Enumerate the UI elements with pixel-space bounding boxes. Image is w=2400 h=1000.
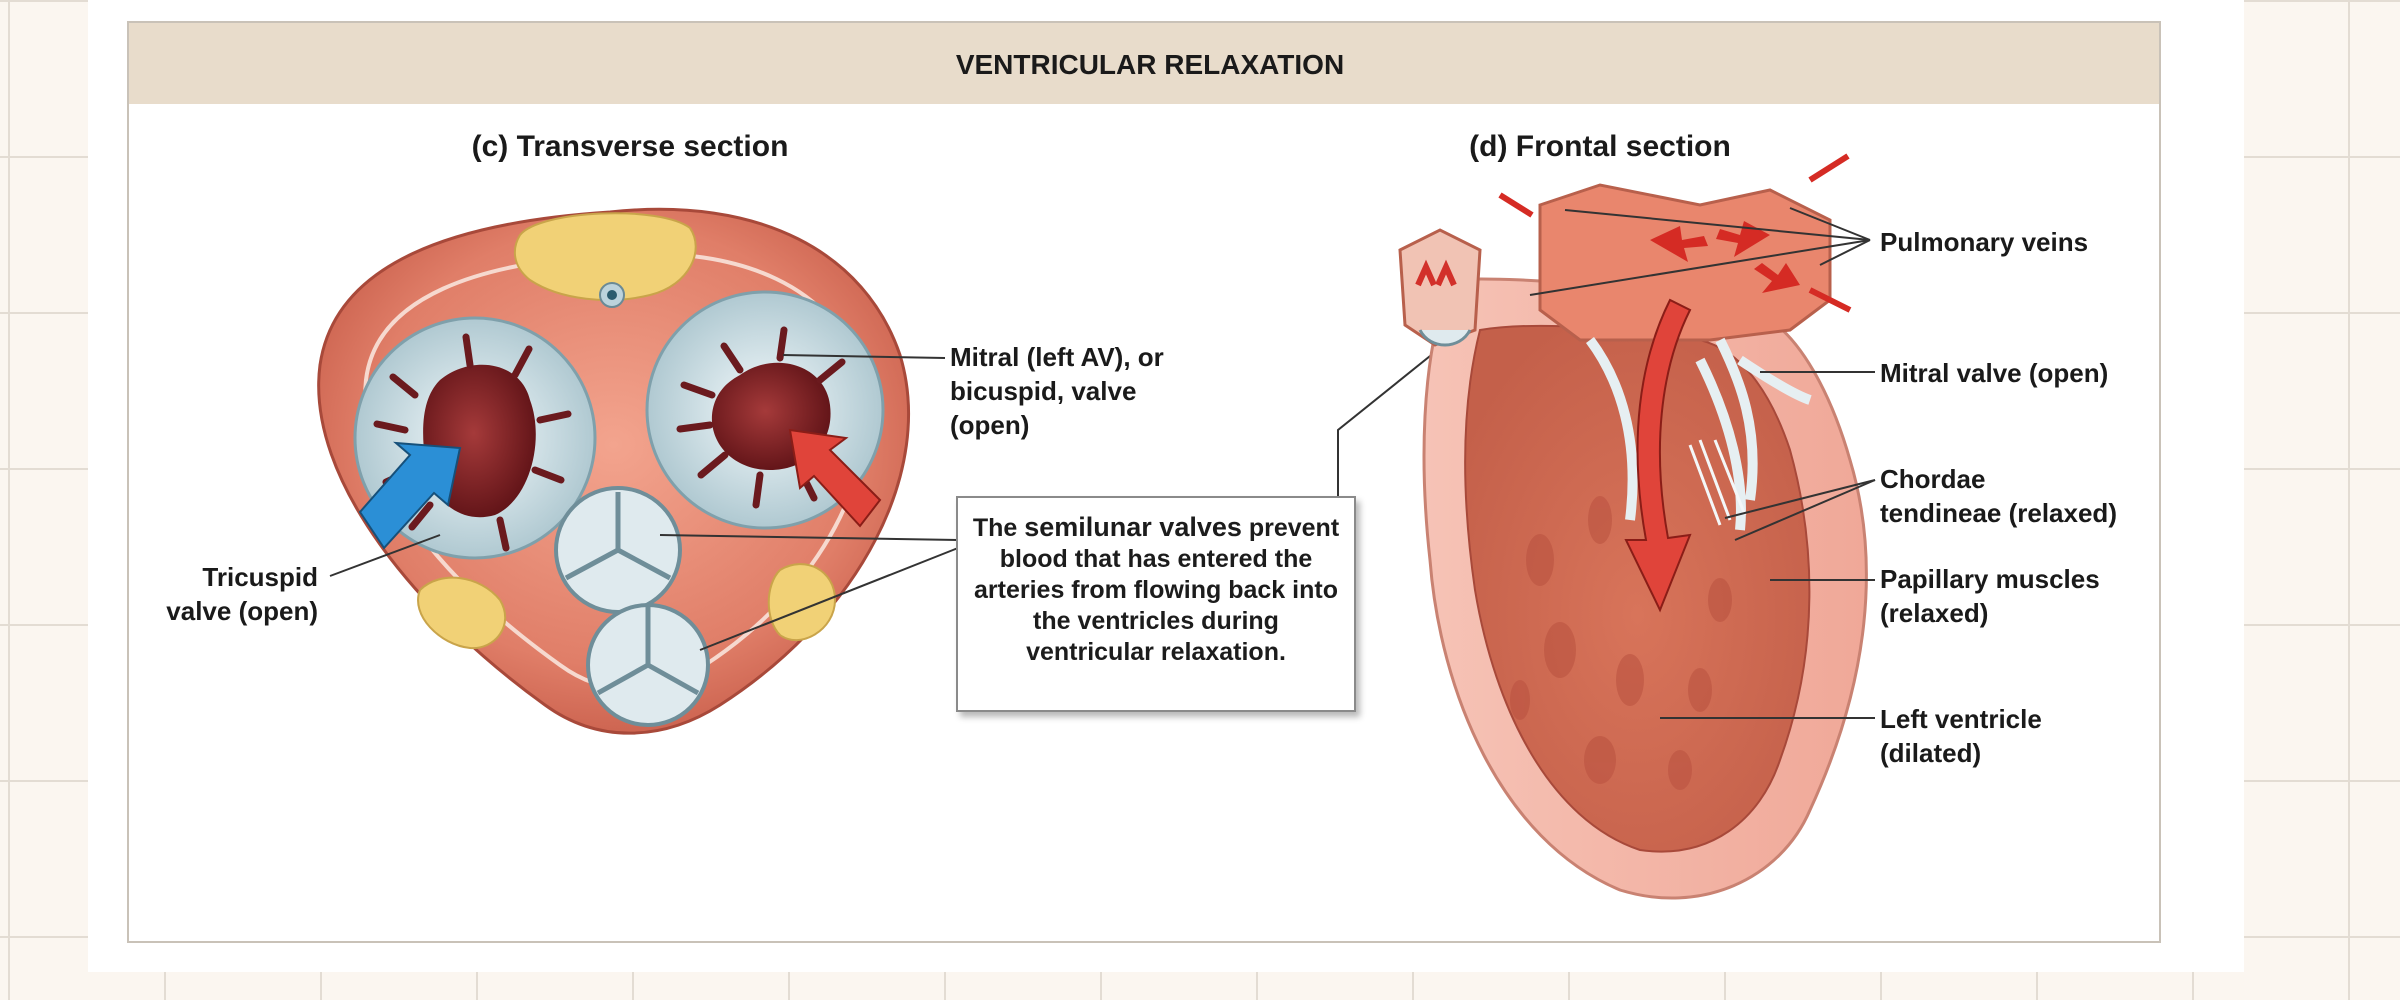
semilunar-valves (554, 486, 710, 727)
semilunar-valve-frontal (1418, 329, 1472, 347)
svg-text:valve (open): valve (open) (166, 596, 318, 626)
mitral-label: Mitral (left AV), or bicuspid, valve (op… (782, 342, 1164, 440)
fat-top (513, 212, 697, 301)
svg-text:Tricuspid: Tricuspid (202, 562, 318, 592)
callout-text: prevent blood that has entered the arter… (974, 514, 1340, 666)
red-flow-arrow (788, 428, 882, 528)
frontal-title: (d) Frontal section (1469, 130, 1731, 163)
pulmonary-veins-label: Pulmonary veins (1529, 207, 2088, 296)
chordae-tendineae (1688, 439, 1747, 526)
callout-emphasis: semilunar valves (1024, 512, 1242, 542)
papillary-label: Papillary muscles (relaxed) (1770, 564, 2100, 628)
svg-text:(open): (open) (950, 410, 1029, 440)
svg-text:Papillary muscles: Papillary muscles (1880, 564, 2100, 594)
flow-arrow-frontal (1624, 298, 1692, 613)
fat-left (417, 576, 507, 650)
semilunar-callout: The semilunar valves prevent blood that … (956, 496, 1356, 712)
header-title: VENTRICULAR RELAXATION (956, 49, 1344, 80)
svg-text:tendineae (relaxed): tendineae (relaxed) (1880, 498, 2117, 528)
svg-text:(relaxed): (relaxed) (1880, 598, 1988, 628)
frontal-section (1398, 153, 1868, 900)
fat-right (767, 563, 837, 641)
svg-text:Pulmonary veins: Pulmonary veins (1880, 227, 2088, 257)
mitral-valve-label: Mitral valve (open) (1760, 358, 2108, 388)
blue-flow-arrow (358, 441, 462, 550)
figure-frame (127, 21, 2161, 943)
svg-text:bicuspid, valve: bicuspid, valve (950, 376, 1136, 406)
header-bar (128, 22, 2160, 104)
aorta-stub (1398, 228, 1482, 347)
tricuspid-label: Tricuspid valve (open) (166, 534, 441, 626)
transverse-title: (c) Transverse section (472, 130, 789, 163)
svg-text:Mitral (left AV), or: Mitral (left AV), or (950, 342, 1164, 372)
left-ventricle-label: Left ventricle (dilated) (1660, 704, 2042, 768)
vein-arrows (1498, 153, 1852, 313)
chordae-label: Chordae tendineae (relaxed) (1724, 464, 2117, 541)
transverse-section (317, 207, 910, 735)
callout-prefix: The (972, 514, 1025, 542)
svg-text:Chordae: Chordae (1880, 464, 1985, 494)
mitral-valve-frontal (1585, 337, 1758, 531)
svg-text:(dilated): (dilated) (1880, 738, 1981, 768)
svg-text:Left ventricle: Left ventricle (1880, 704, 2042, 734)
svg-text:Mitral valve (open): Mitral valve (open) (1880, 358, 2108, 388)
